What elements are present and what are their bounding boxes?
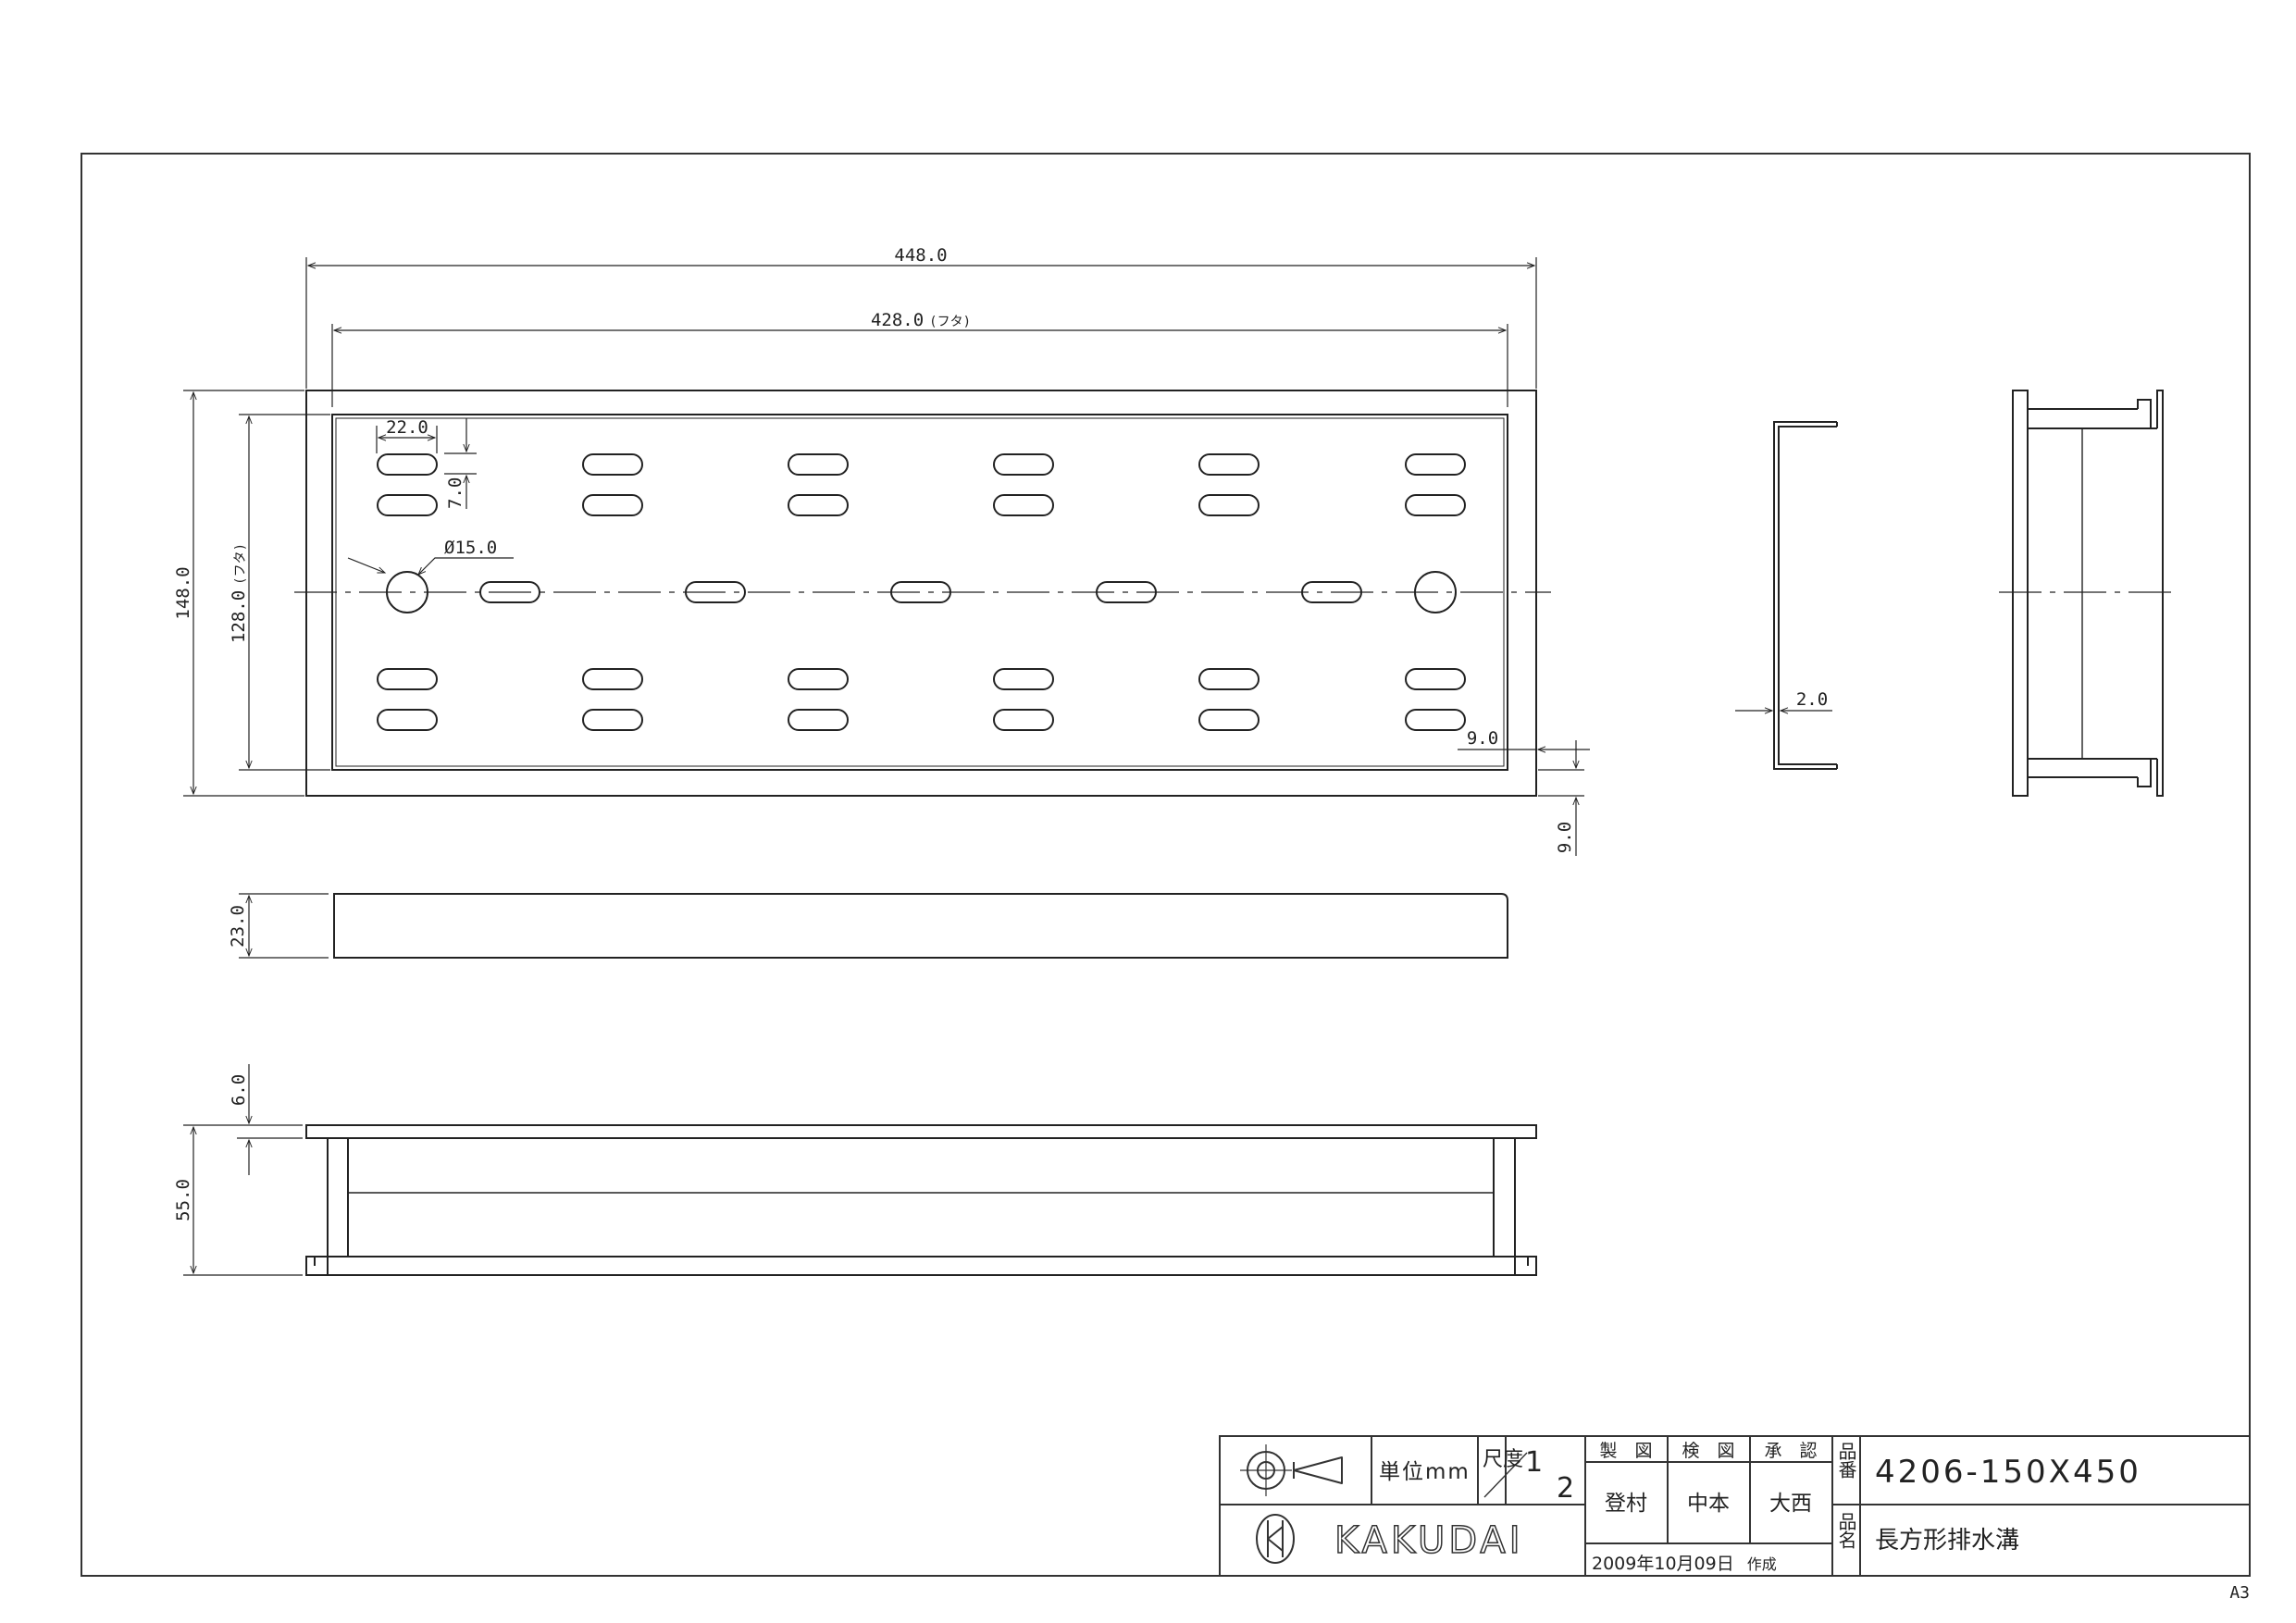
part-no-label: 品番 bbox=[1835, 1442, 1857, 1479]
scale-label: 尺度 bbox=[1483, 1448, 1523, 1471]
drain-slot bbox=[993, 453, 1054, 476]
plan-outer-frame bbox=[305, 390, 1537, 797]
mount-hole-right bbox=[1414, 571, 1457, 613]
dim-hole-diameter: Ø15.0 bbox=[444, 538, 497, 558]
mount-hole-left bbox=[386, 571, 428, 613]
plan-dimensions bbox=[183, 257, 1590, 856]
end-view bbox=[1999, 390, 2178, 797]
dim-edge-margin-y: 9.0 bbox=[1555, 822, 1575, 853]
checked-label: 検 図 bbox=[1682, 1441, 1734, 1461]
drain-slot bbox=[1405, 453, 1466, 476]
drain-slot bbox=[1405, 709, 1466, 731]
plan-dimension-text: 448.0 428.0(フタ) 22.0 7.0 Ø15.0 148.0 128… bbox=[173, 245, 1575, 853]
date-created: 2009年10月09日作成 bbox=[1592, 1554, 1777, 1574]
approved-label: 承 認 bbox=[1764, 1441, 1817, 1461]
drain-slot bbox=[788, 494, 849, 516]
dim-overall-length: 448.0 bbox=[894, 245, 947, 266]
lid-side-dimensions bbox=[239, 893, 329, 959]
dim-slot-length: 22.0 bbox=[386, 417, 428, 438]
drain-slot bbox=[377, 709, 438, 731]
dim-edge-margin-x: 9.0 bbox=[1467, 728, 1498, 749]
drain-slot bbox=[1405, 494, 1466, 516]
part-name: 長方形排水溝 bbox=[1875, 1527, 2019, 1555]
drain-slot bbox=[377, 494, 438, 516]
drain-slot bbox=[788, 668, 849, 690]
sheet-size: A3 bbox=[2229, 1583, 2250, 1603]
centre-slot bbox=[685, 581, 746, 603]
drain-slot bbox=[993, 494, 1054, 516]
front-flange bbox=[305, 1124, 1537, 1139]
centre-slot bbox=[890, 581, 951, 603]
dim-slot-width: 7.0 bbox=[445, 477, 465, 509]
dim-lid-height: 23.0 bbox=[228, 905, 248, 948]
drain-slot bbox=[1198, 709, 1260, 731]
dim-flange-height: 6.0 bbox=[229, 1074, 249, 1106]
dim-plate-thickness: 2.0 bbox=[1796, 689, 1828, 710]
projection-symbol-icon bbox=[1240, 1444, 1343, 1496]
drain-slot bbox=[582, 709, 643, 731]
checked-by: 中本 bbox=[1687, 1492, 1730, 1516]
front-dimensions bbox=[183, 1064, 303, 1276]
drain-slot bbox=[993, 709, 1054, 731]
drain-slot bbox=[993, 668, 1054, 690]
drain-slot bbox=[1198, 453, 1260, 476]
drain-slot bbox=[582, 494, 643, 516]
dim-body-height: 55.0 bbox=[173, 1179, 193, 1221]
drafted-label: 製 図 bbox=[1599, 1441, 1652, 1461]
plan-view bbox=[294, 390, 1551, 797]
front-view bbox=[305, 1124, 1537, 1276]
lid-cross-section bbox=[1773, 421, 1838, 770]
dim-lid-width: 128.0(フタ) bbox=[229, 543, 249, 643]
drain-slot bbox=[377, 668, 438, 690]
front-base bbox=[327, 1256, 1516, 1276]
part-name-label: 品名 bbox=[1835, 1512, 1857, 1549]
drain-slot bbox=[377, 453, 438, 476]
drain-slot bbox=[1198, 668, 1260, 690]
unit-label: 単位mm bbox=[1379, 1460, 1471, 1484]
scale-denominator: 2 bbox=[1557, 1472, 1574, 1505]
drain-slots bbox=[377, 453, 1466, 731]
scale-numerator: 1 bbox=[1525, 1446, 1543, 1479]
drafted-by: 登村 bbox=[1605, 1492, 1647, 1516]
centre-slot bbox=[1096, 581, 1157, 603]
dim-lid-length: 428.0(フタ) bbox=[871, 310, 971, 330]
title-block: KAKUDAI 単位mm 尺度 1 2 製 図 検 図 承 認 登村 中本 大西… bbox=[1219, 1435, 2251, 1577]
drain-slot bbox=[582, 668, 643, 690]
approved-by: 大西 bbox=[1769, 1492, 1812, 1516]
drain-slot bbox=[582, 453, 643, 476]
sheet-border bbox=[81, 153, 2251, 1577]
drain-slot bbox=[788, 709, 849, 731]
lid-side-view bbox=[333, 893, 1508, 959]
part-number: 4206-150X450 bbox=[1875, 1454, 2141, 1491]
drain-slot bbox=[1405, 668, 1466, 690]
centre-slot bbox=[479, 581, 540, 603]
brand-name: KAKUDAI bbox=[1334, 1519, 1524, 1562]
centre-slot bbox=[1301, 581, 1362, 603]
drain-slot bbox=[788, 453, 849, 476]
kakudai-logo-icon bbox=[1256, 1514, 1295, 1564]
dim-overall-width: 148.0 bbox=[173, 566, 193, 619]
drain-slot bbox=[1198, 494, 1260, 516]
